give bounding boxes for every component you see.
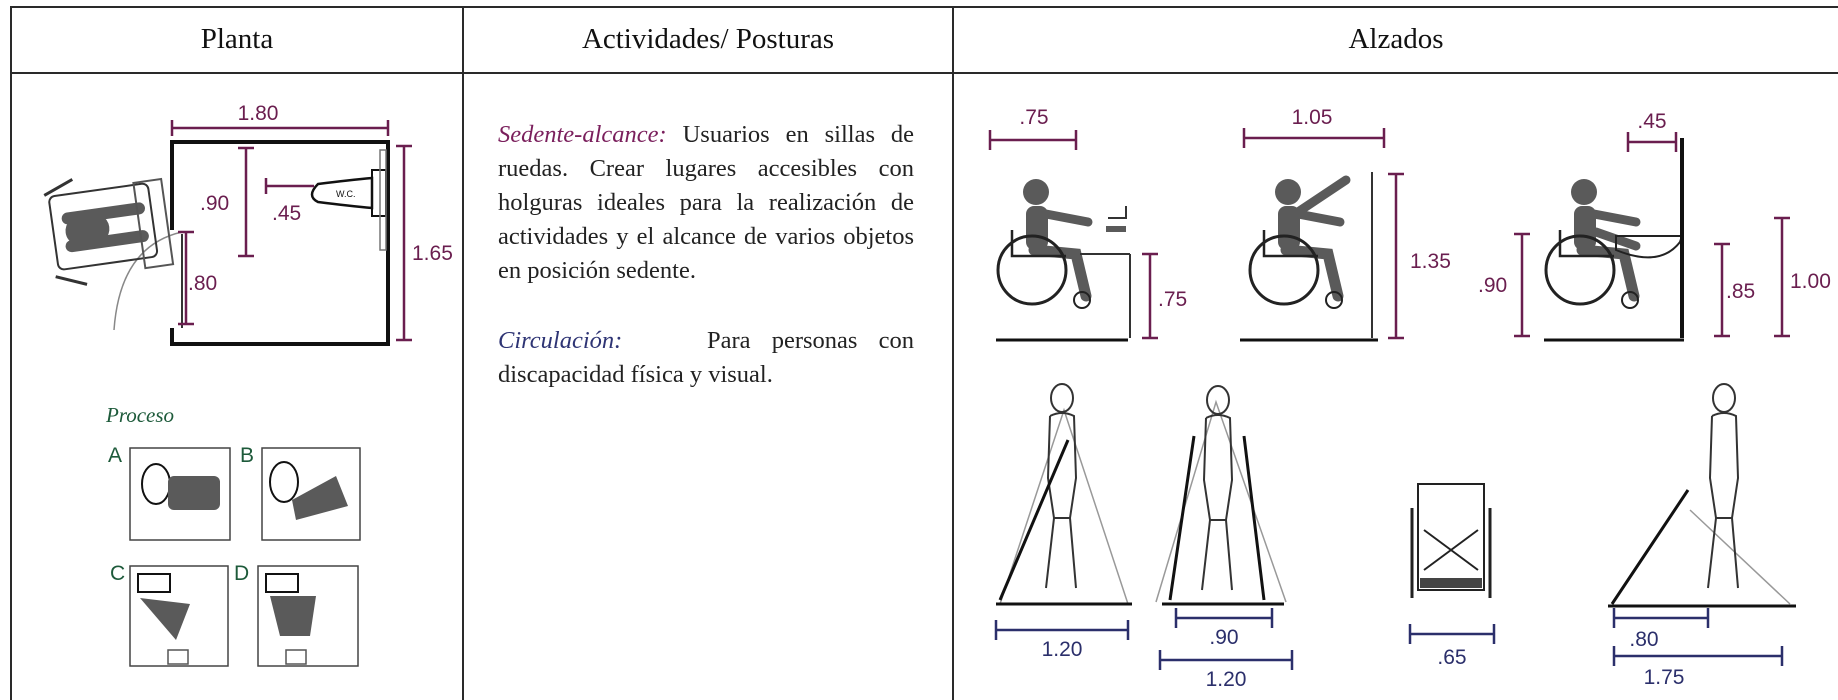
dim-bottom-wheelchair: .65 [1437, 646, 1466, 669]
step-b-label: B [240, 444, 254, 467]
dim-height: 1.65 [412, 242, 453, 265]
dim-top-f2-height: 1.35 [1410, 250, 1451, 273]
dim-top-f3-right: 1.00 [1790, 270, 1831, 293]
header-actividades: Actividades/ Posturas [581, 22, 835, 55]
elevation-reach-high [1240, 172, 1378, 342]
dim-top-f3-reach: .45 [1637, 110, 1666, 133]
wc-label: W.C. [336, 189, 356, 199]
elevation-crutch-front [1155, 385, 1287, 606]
step-a-label: A [108, 444, 122, 467]
dim-bottom-crutch-side: 1.20 [1042, 638, 1083, 661]
dim-width: 1.80 [238, 102, 279, 125]
sedente-paragraph: Sedente-alcance: Usuarios en sillas de r… [498, 118, 914, 288]
step-d-figure [257, 565, 359, 667]
process-diagram: Proceso A B C D [105, 403, 361, 667]
elevation-cane-user [1608, 383, 1796, 608]
wheelchair-front-icon [1410, 483, 1492, 598]
column-divider-2 [952, 6, 954, 700]
toilet-icon: W.C. [310, 169, 387, 217]
header-planta: Planta [200, 22, 274, 55]
plan-dimensions [170, 120, 412, 342]
dim-bottom-cane-outer: 1.75 [1644, 666, 1685, 689]
elevation-reach-sink [1544, 138, 1684, 342]
table-frame [10, 6, 1838, 700]
dim-45: .45 [272, 202, 301, 225]
sedente-description: Usuarios en sillas de ruedas. Crear luga… [498, 121, 914, 284]
step-b-figure [261, 447, 361, 541]
dim-top-f2-reach: 1.05 [1292, 106, 1333, 129]
plan-bathroom: W.C. 1.80 1.65 .90 .45 .80 [43, 102, 453, 346]
sedente-term: Sedente-alcance: [498, 121, 667, 148]
dim-top-f1-height: .75 [1158, 288, 1187, 311]
step-d-label: D [234, 562, 249, 585]
activities-text: Sedente-alcance: Usuarios en sillas de r… [498, 118, 914, 428]
circulacion-term: Circulación: [498, 327, 623, 354]
dim-bottom-crutch-outer: 1.20 [1206, 668, 1247, 691]
top-dimensions [988, 128, 1790, 340]
grab-bar [379, 149, 387, 251]
header-divider [10, 72, 1838, 74]
dim-top-f1-reach: .75 [1019, 106, 1048, 129]
bathroom-walls [170, 140, 390, 346]
dim-bottom-crutch-inner: .90 [1209, 626, 1238, 649]
elevation-crutch-side [996, 383, 1132, 606]
plan-wheelchair-user [43, 177, 175, 286]
step-c-label: C [110, 562, 125, 585]
dim-90: .90 [200, 192, 229, 215]
dim-bottom-cane-inner: .80 [1629, 628, 1658, 651]
circulacion-description: Para personas con discapacidad física y … [498, 327, 915, 388]
process-title: Proceso [105, 403, 174, 427]
circulacion-paragraph: Circulación: Para personas con discapaci… [498, 324, 914, 392]
dim-80: .80 [188, 272, 217, 295]
bottom-dimensions [994, 608, 1784, 670]
dim-top-f3-mid: .85 [1726, 280, 1755, 303]
step-a-figure [129, 447, 231, 541]
elevation-reach-table [996, 179, 1131, 342]
dim-top-f3-left: .90 [1478, 274, 1507, 297]
step-c-figure [129, 565, 229, 667]
column-divider-1 [462, 6, 464, 700]
header-alzados: Alzados [1348, 22, 1444, 55]
